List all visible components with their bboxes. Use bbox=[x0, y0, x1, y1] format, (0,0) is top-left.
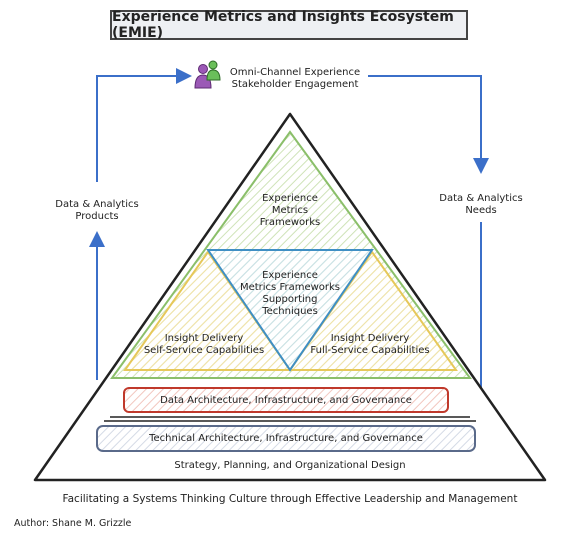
left-label-line-1: Data & Analytics bbox=[55, 199, 139, 210]
people-icon bbox=[194, 60, 221, 89]
center-line-2: Metrics Frameworks bbox=[239, 282, 341, 293]
supporting-techniques-triangle bbox=[206, 249, 374, 372]
frameworks-line-3: Frameworks bbox=[259, 217, 321, 228]
data-architecture-label: Data Architecture, Infrastructure, and G… bbox=[160, 395, 412, 406]
full-service-line-1: Insight Delivery bbox=[330, 333, 410, 344]
left-label-line-2: Products bbox=[75, 211, 119, 222]
right-label-line-2: Needs bbox=[465, 205, 497, 216]
top-right-arrow bbox=[368, 75, 489, 174]
stakeholder-line-2: Stakeholder Engagement bbox=[231, 79, 359, 90]
center-line-1: Experience bbox=[262, 270, 318, 281]
self-service-label: Insight Delivery Self-Service Capabiliti… bbox=[138, 333, 270, 357]
supporting-techniques-label: Experience Metrics Frameworks Supporting… bbox=[226, 270, 354, 318]
technical-architecture-band bbox=[96, 425, 476, 452]
right-label-line-1: Data & Analytics bbox=[439, 193, 523, 204]
caption: Facilitating a Systems Thinking Culture … bbox=[62, 493, 518, 505]
center-line-4: Techniques bbox=[262, 306, 318, 317]
frameworks-line-1: Experience bbox=[262, 193, 318, 204]
stakeholder-line-1: Omni-Channel Experience bbox=[229, 67, 361, 78]
frameworks-line-2: Metrics bbox=[271, 205, 309, 216]
strategy-label: Strategy, Planning, and Organizational D… bbox=[174, 460, 406, 471]
technical-architecture-label: Technical Architecture, Infrastructure, … bbox=[149, 433, 423, 444]
diagram-title: Experience Metrics and Insights Ecosyste… bbox=[110, 9, 468, 41]
self-service-line-2: Self-Service Capabilities bbox=[143, 345, 265, 356]
top-left-arrow bbox=[96, 68, 192, 182]
center-line-3: Supporting bbox=[262, 294, 318, 305]
frameworks-label: Experience Metrics Frameworks bbox=[240, 193, 340, 229]
left-side-label: Data & Analytics Products bbox=[42, 199, 152, 223]
data-architecture-band bbox=[123, 387, 449, 413]
stakeholder-label: Omni-Channel Experience Stakeholder Enga… bbox=[225, 67, 365, 91]
right-side-label: Data & Analytics Needs bbox=[426, 193, 536, 217]
author-credit: Author: Shane M. Grizzle bbox=[14, 518, 132, 529]
full-service-line-2: Full-Service Capabilities bbox=[310, 345, 430, 356]
self-service-line-1: Insight Delivery bbox=[164, 333, 244, 344]
full-service-label: Insight Delivery Full-Service Capabiliti… bbox=[304, 333, 436, 357]
